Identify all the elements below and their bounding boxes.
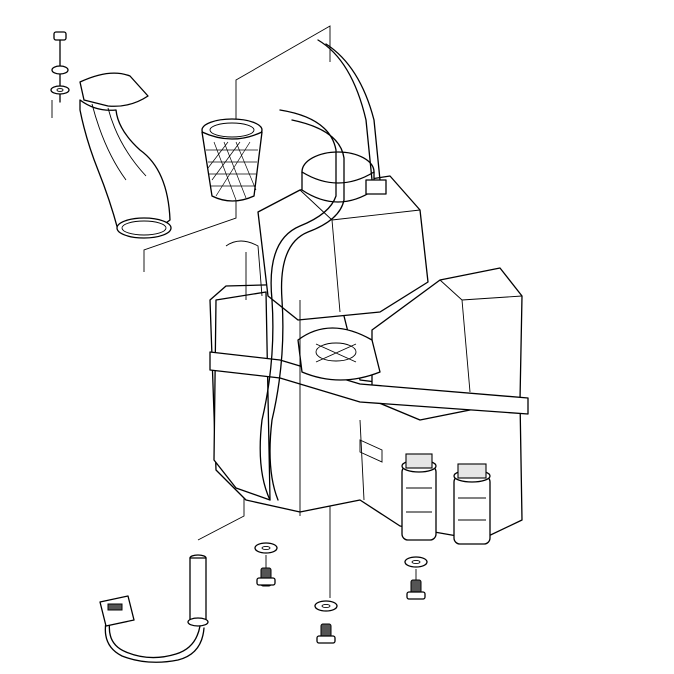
washer-pump-right [453,463,491,545]
washer-pump-left [401,453,437,541]
wiring-connector [99,595,205,663]
bolt-left [254,542,278,587]
hoses [259,39,387,501]
reservoir-tank [209,151,529,541]
bolt-right [404,556,428,600]
filler-neck [79,72,172,239]
bolt-center [314,600,338,644]
strainer-filter [201,118,263,202]
screw-washer-stack [50,31,70,118]
level-sensor [187,554,209,627]
